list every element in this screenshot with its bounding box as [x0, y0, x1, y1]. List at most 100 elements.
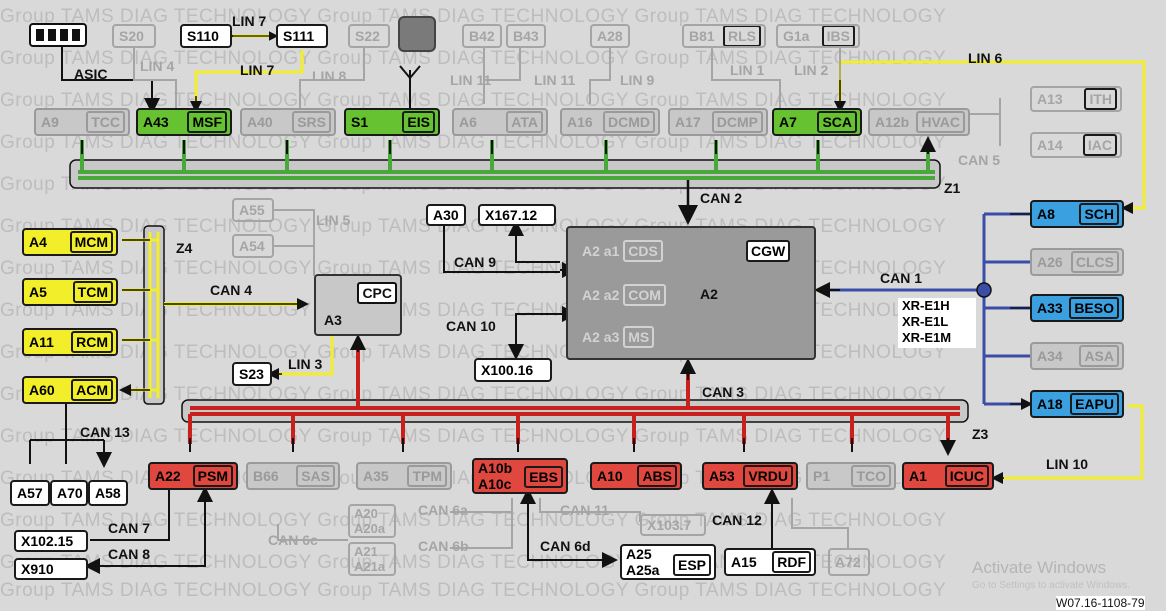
- b66-label: B66: [253, 468, 279, 484]
- a30-module[interactable]: A30: [426, 204, 466, 226]
- a3-cpc-module[interactable]: CPC A3: [314, 274, 402, 336]
- psm-tag: PSM: [192, 465, 233, 487]
- x102-label: X102.15: [21, 533, 74, 549]
- a43-module[interactable]: A43 MSF: [136, 108, 232, 136]
- can5-label: CAN 5: [958, 152, 1001, 168]
- a10b-a10c-module[interactable]: A10b A10c EBS: [472, 458, 568, 494]
- xr-e1l-label: XR-E1L: [902, 314, 949, 329]
- mcm-tag: MCM: [69, 231, 113, 253]
- lin7b-label: LIN 7: [240, 62, 275, 78]
- a13-label: A13: [1037, 91, 1063, 107]
- s110-label: S110: [187, 28, 219, 44]
- ms-tag: MS: [623, 326, 655, 348]
- x103-label: X103.7: [647, 517, 692, 533]
- z4-label: Z4: [176, 240, 193, 256]
- b42-module[interactable]: B42: [462, 24, 502, 48]
- a2-cgw-gateway[interactable]: CGW A2 a1 CDS A2 a2 COM A2 A2 a3 MS: [566, 226, 816, 360]
- a58-label: A58: [95, 485, 121, 501]
- a70-module[interactable]: A70: [50, 480, 88, 506]
- can8-label: CAN 8: [108, 546, 151, 562]
- x102-connector[interactable]: X102.15: [14, 530, 88, 552]
- s23-label: S23: [239, 366, 264, 382]
- can-z3-bus: [181, 334, 969, 452]
- a54-module[interactable]: A54: [232, 234, 274, 258]
- b43-module[interactable]: B43: [506, 24, 546, 48]
- a12b-label: A12b: [875, 114, 910, 130]
- can3-label: CAN 3: [702, 384, 745, 400]
- cpc-tag: CPC: [357, 282, 397, 304]
- s111-module[interactable]: S111: [276, 24, 328, 48]
- s22-module[interactable]: S22: [348, 24, 390, 48]
- cgw-tag: CGW: [746, 240, 791, 262]
- a25a-label: A25a: [626, 562, 660, 578]
- a57-module[interactable]: A57: [10, 480, 50, 506]
- sca-tag: SCA: [817, 111, 857, 133]
- com-tag: COM: [623, 284, 666, 306]
- a12b-module[interactable]: A12b HVAC: [868, 108, 970, 136]
- connector-icon: [29, 23, 87, 47]
- esp-tag: ESP: [672, 554, 711, 576]
- iac-tag: IAC: [1082, 134, 1117, 156]
- a21-module[interactable]: A21 A21a: [348, 542, 396, 576]
- s110-module[interactable]: S110: [180, 24, 232, 48]
- a20-module[interactable]: A20 A20a: [348, 504, 396, 538]
- lin1-label: LIN 1: [730, 62, 765, 78]
- msf-tag: MSF: [187, 111, 227, 133]
- xr-e1m-label: XR-E1M: [902, 330, 952, 345]
- a55-module[interactable]: A55: [232, 198, 274, 222]
- z3-label: Z3: [972, 426, 989, 442]
- a26-label: A26: [1037, 254, 1063, 270]
- a10b-label: A10b: [478, 460, 513, 476]
- a28-label: A28: [597, 28, 623, 44]
- antenna-icon: [399, 65, 421, 108]
- a28-module[interactable]: A28: [590, 24, 630, 48]
- a43-label: A43: [143, 114, 169, 130]
- a25-module[interactable]: A25 A25a ESP: [620, 544, 716, 580]
- a72-module[interactable]: A72: [828, 548, 870, 576]
- dcmp-tag: DCMP: [711, 111, 763, 133]
- x100-connector[interactable]: X100.16: [474, 358, 552, 382]
- s23-module[interactable]: S23: [232, 362, 272, 386]
- hvac-tag: HVAC: [916, 111, 965, 133]
- x103-connector[interactable]: X103.7: [640, 514, 706, 536]
- a18-label: A18: [1037, 396, 1063, 412]
- s20-module[interactable]: S20: [112, 24, 156, 48]
- a58-module[interactable]: A58: [88, 480, 128, 506]
- x910-connector[interactable]: X910: [14, 558, 88, 580]
- can6a-label: CAN 6a: [418, 502, 468, 518]
- can9-label: CAN 9: [454, 254, 497, 270]
- icuc-tag: ICUC: [944, 465, 989, 487]
- x167-connector[interactable]: X167.12: [478, 204, 556, 226]
- a55-label: A55: [239, 202, 265, 218]
- lin9-label: LIN 9: [620, 72, 655, 88]
